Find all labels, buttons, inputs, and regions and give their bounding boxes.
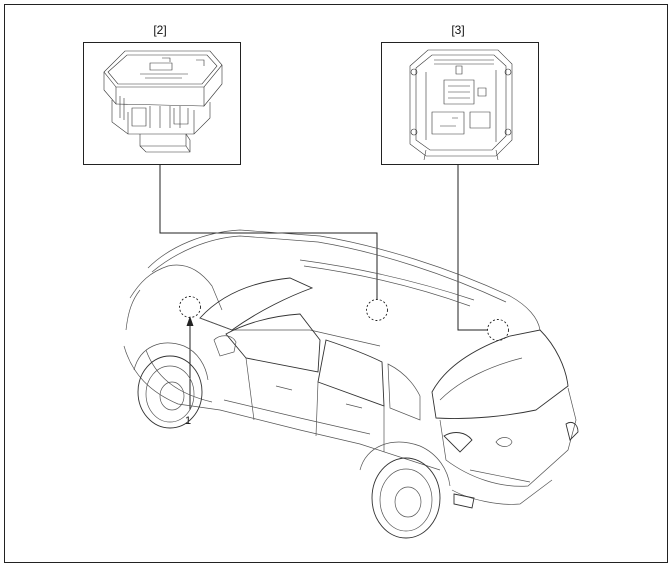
pointer-number-1: 1 — [185, 415, 191, 427]
callout-label-2: [2] — [153, 23, 166, 37]
callout-box-3 — [381, 42, 539, 165]
module-part-drawing — [409, 49, 513, 161]
callout-box-2 — [83, 42, 241, 165]
outer-frame — [4, 4, 668, 563]
callout-label-3: [3] — [451, 23, 464, 37]
leader-line-3 — [457, 165, 488, 331]
locator-circle-front — [179, 296, 201, 318]
locator-circle-roof — [366, 299, 388, 321]
vehicle-outline-drawing — [123, 229, 579, 539]
pointer-arrowhead — [186, 316, 194, 326]
leader-line-2 — [159, 165, 378, 300]
connector-part-drawing — [103, 50, 223, 153]
